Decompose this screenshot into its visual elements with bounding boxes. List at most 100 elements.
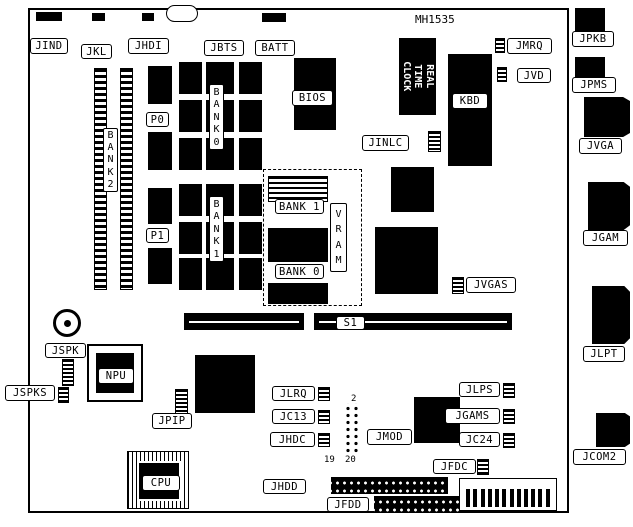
power-pin <box>487 489 492 507</box>
power-pin <box>473 489 478 507</box>
dram-b1 <box>179 62 202 94</box>
power-pin <box>545 489 550 507</box>
power-connector <box>459 478 557 511</box>
bank0-box-label: BANK 0 <box>275 264 324 279</box>
jhdd-header <box>331 477 448 494</box>
simm-socket-2 <box>120 68 133 290</box>
jlrq-label: JLRQ <box>272 386 315 401</box>
npu-label: NPU <box>98 368 134 384</box>
jfdc-connector <box>477 459 489 475</box>
bank0-vlabel-char: 0 <box>213 136 220 148</box>
bank2-vlabel-char: N <box>107 154 114 166</box>
qfp-chipset <box>195 355 255 413</box>
jinlc-label: JINLC <box>362 135 409 151</box>
dram-b6 <box>179 258 202 290</box>
bank2-vlabel-char: K <box>107 166 114 178</box>
bank2-vlabel-char: 2 <box>107 178 114 190</box>
jpip-connector <box>175 389 188 414</box>
isa-slot-1 <box>184 313 304 330</box>
power-pin <box>509 489 514 507</box>
bank1-box-label: BANK 1 <box>275 199 324 214</box>
batt-label: BATT <box>255 40 295 56</box>
jhdc-label: JHDC <box>270 432 315 447</box>
jc13-connector <box>318 410 330 424</box>
dram-d3 <box>239 138 262 170</box>
dram-d5 <box>239 222 262 254</box>
jspks-label: JSPKS <box>5 385 55 401</box>
dram-a4 <box>148 248 172 284</box>
rtc-label: REAL TIME CLOCK <box>400 61 435 92</box>
jlps-label: JLPS <box>459 382 500 397</box>
jcom2-connector <box>596 413 630 447</box>
power-pin <box>495 489 500 507</box>
isa-slot-1-key <box>189 320 299 323</box>
speaker <box>53 309 81 337</box>
vram-dashed-region <box>263 169 362 306</box>
jlrq-connector <box>318 387 330 401</box>
jc13-label: JC13 <box>272 409 315 424</box>
jcom2-label: JCOM2 <box>573 449 626 465</box>
jhdi-label: JHDI <box>128 38 169 54</box>
dram-a2 <box>148 132 172 170</box>
jhdc-connector <box>318 433 330 447</box>
top-connector-2 <box>92 13 105 21</box>
jinlc-connector <box>428 131 441 152</box>
power-pin <box>480 489 485 507</box>
jc24-label: JC24 <box>459 432 500 447</box>
rtc-chip: REAL TIME CLOCK <box>399 38 436 115</box>
vram-vlabel-char: V <box>335 208 342 220</box>
dram-b3 <box>179 138 202 170</box>
dram-d1 <box>239 62 262 94</box>
bank1-vlabel-char: 1 <box>213 248 220 260</box>
jmod-label: JMOD <box>367 429 412 445</box>
jgam-connector <box>588 182 630 230</box>
bank0-vlabel-char: N <box>213 111 220 123</box>
qfp-video <box>375 227 438 294</box>
part-number: MH1535 <box>415 13 455 26</box>
jvgas-connector <box>452 277 464 294</box>
bios-label: BIOS <box>292 90 333 106</box>
bank1-vlabel-char: A <box>213 211 220 222</box>
jlps-connector <box>503 383 515 398</box>
vram-vlabel-char: A <box>335 239 342 251</box>
jfdc-label: JFDC <box>433 459 476 474</box>
kbd-chip <box>448 54 492 166</box>
jspks-connector <box>58 387 69 403</box>
power-pin <box>502 489 507 507</box>
jpkb-label: JPKB <box>572 31 614 47</box>
din-footprint <box>166 5 198 22</box>
bank1-vlabel-char: K <box>213 236 220 247</box>
jspk-label: JSPK <box>45 343 86 358</box>
speaker-dot <box>63 319 71 327</box>
jfdd-label: JFDD <box>327 497 369 512</box>
power-pin <box>466 489 471 507</box>
jvga-connector <box>584 97 630 137</box>
dram-c6 <box>206 258 234 290</box>
kbd-label: KBD <box>452 93 488 109</box>
jbts-label: JBTS <box>204 40 244 56</box>
cpu-label: CPU <box>142 475 180 491</box>
bank2-vlabel-char: B <box>107 130 114 142</box>
power-pin <box>538 489 543 507</box>
jmod-pin-19: 19 <box>324 455 335 465</box>
jspk-connector <box>62 359 74 386</box>
jmrq-connector <box>495 38 505 53</box>
dram-a3 <box>148 188 172 224</box>
jmod-pin-2: 2 <box>351 394 357 404</box>
dram-b4 <box>179 184 202 216</box>
jkl-label: JKL <box>81 44 112 59</box>
dram-b2 <box>179 100 202 132</box>
jind-label: JIND <box>30 38 68 54</box>
dram-d6 <box>239 258 262 290</box>
jlpt-connector <box>592 286 630 344</box>
jfdd-header <box>374 496 460 512</box>
isa-slot-2-key <box>319 320 507 323</box>
jpkb-connector <box>575 8 605 32</box>
power-pin <box>516 489 521 507</box>
jvd-connector <box>497 67 507 82</box>
power-pin <box>523 489 528 507</box>
jvgas-label: JVGAS <box>466 277 516 293</box>
